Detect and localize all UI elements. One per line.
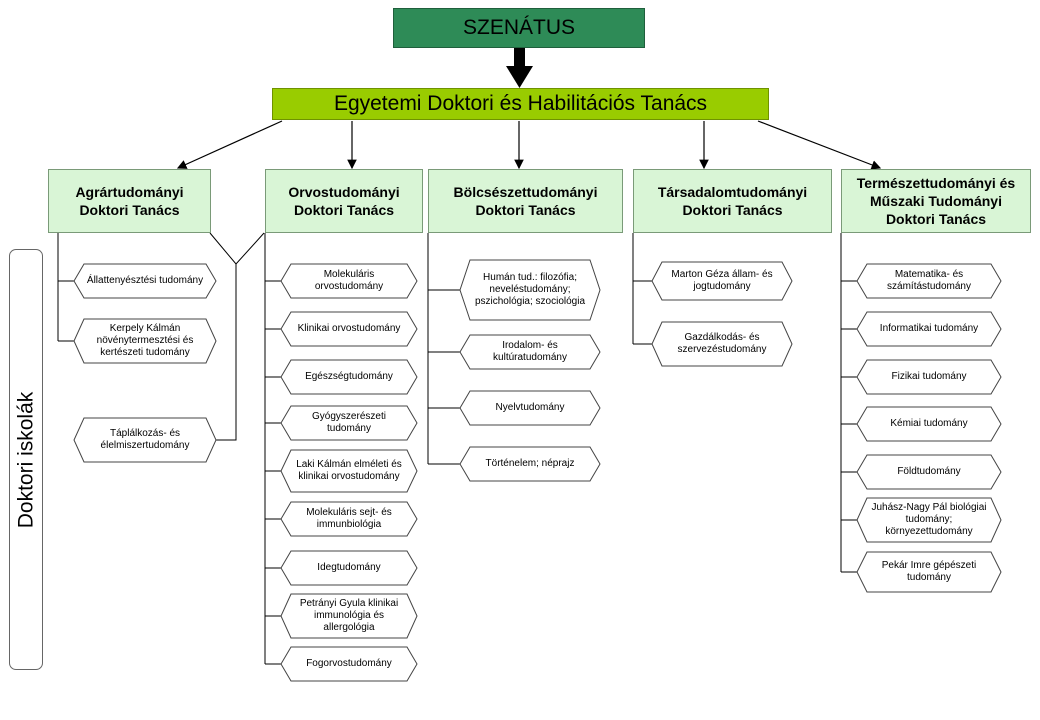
school-klinikai-orvostudomany: Klinikai orvostudomány [281,312,417,346]
school-molekularis-sejt: Molekuláris sejt- és immunbiológia [281,502,417,536]
school-molekularis-orvostudomany: Molekuláris orvostudomány [281,264,417,298]
school-marton-geza: Marton Géza állam- és jogtudomány [652,262,792,300]
school-gazdalkodas: Gazdálkodás- és szervezéstudomány [652,322,792,366]
school-tortenelem: Történelem; néprajz [460,447,600,481]
school-fogorvostudomany: Fogorvostudomány [281,647,417,681]
school-pekar-imre: Pekár Imre gépészeti tudomány [857,552,1001,592]
school-irodalom: Irodalom- és kultúratudomány [460,335,600,369]
school-kerpely-kalman: Kerpely Kálmán növénytermesztési és kert… [74,319,216,363]
orvos-council-box: Orvostudományi Doktori Tanács [265,169,423,233]
senate-arrow-head [506,66,533,88]
bolcsesz-council-box: Bölcsészettudományi Doktori Tanács [428,169,623,233]
doctoral-schools-side-label: Doktori iskolák [9,249,43,670]
tarsadalom-council-box: Társadalomtudományi Doktori Tanács [633,169,832,233]
agrar-council-box: Agrártudományi Doktori Tanács [48,169,211,233]
school-kemia: Kémiai tudomány [857,407,1001,441]
school-foldtudomany: Földtudomány [857,455,1001,489]
senate-box: SZENÁTUS [393,8,645,48]
arrow-to-termeszet [757,120,882,170]
tree-lines [57,232,857,665]
school-allattenyesztes: Állattenyésztési tudomány [74,264,216,298]
senate-arrow-shaft [514,48,525,66]
university-council-box: Egyetemi Doktori és Habilitációs Tanács [272,88,769,120]
side-label-text: Doktori iskolák [14,391,38,528]
school-juhasz-nagy-pal: Juhász-Nagy Pál biológiai tudomány; körn… [857,498,1001,542]
school-laki-kalman: Laki Kálmán elméleti és klinikai orvostu… [281,450,417,492]
school-informatika: Informatikai tudomány [857,312,1001,346]
school-human-tud: Humán tud.: filozófia; neveléstudomány; … [460,260,600,320]
termeszet-council-box: Természettudományi és Műszaki Tudományi … [841,169,1031,233]
school-egeszsegtudomany: Egészségtudomány [281,360,417,394]
school-idegtudomany: Idegtudomány [281,551,417,585]
school-petranyi-gyula: Petrányi Gyula klinikai immunológia és a… [281,594,417,638]
school-nyelvtudomany: Nyelvtudomány [460,391,600,425]
school-taplalkozas: Táplálkozás- és élelmiszertudomány [74,418,216,462]
school-fizika: Fizikai tudomány [857,360,1001,394]
school-matematika: Matematika- és számítástudomány [857,264,1001,298]
arrow-to-agrar [176,120,283,169]
school-gyogyszereszeti: Gyógyszerészeti tudomány [281,406,417,440]
